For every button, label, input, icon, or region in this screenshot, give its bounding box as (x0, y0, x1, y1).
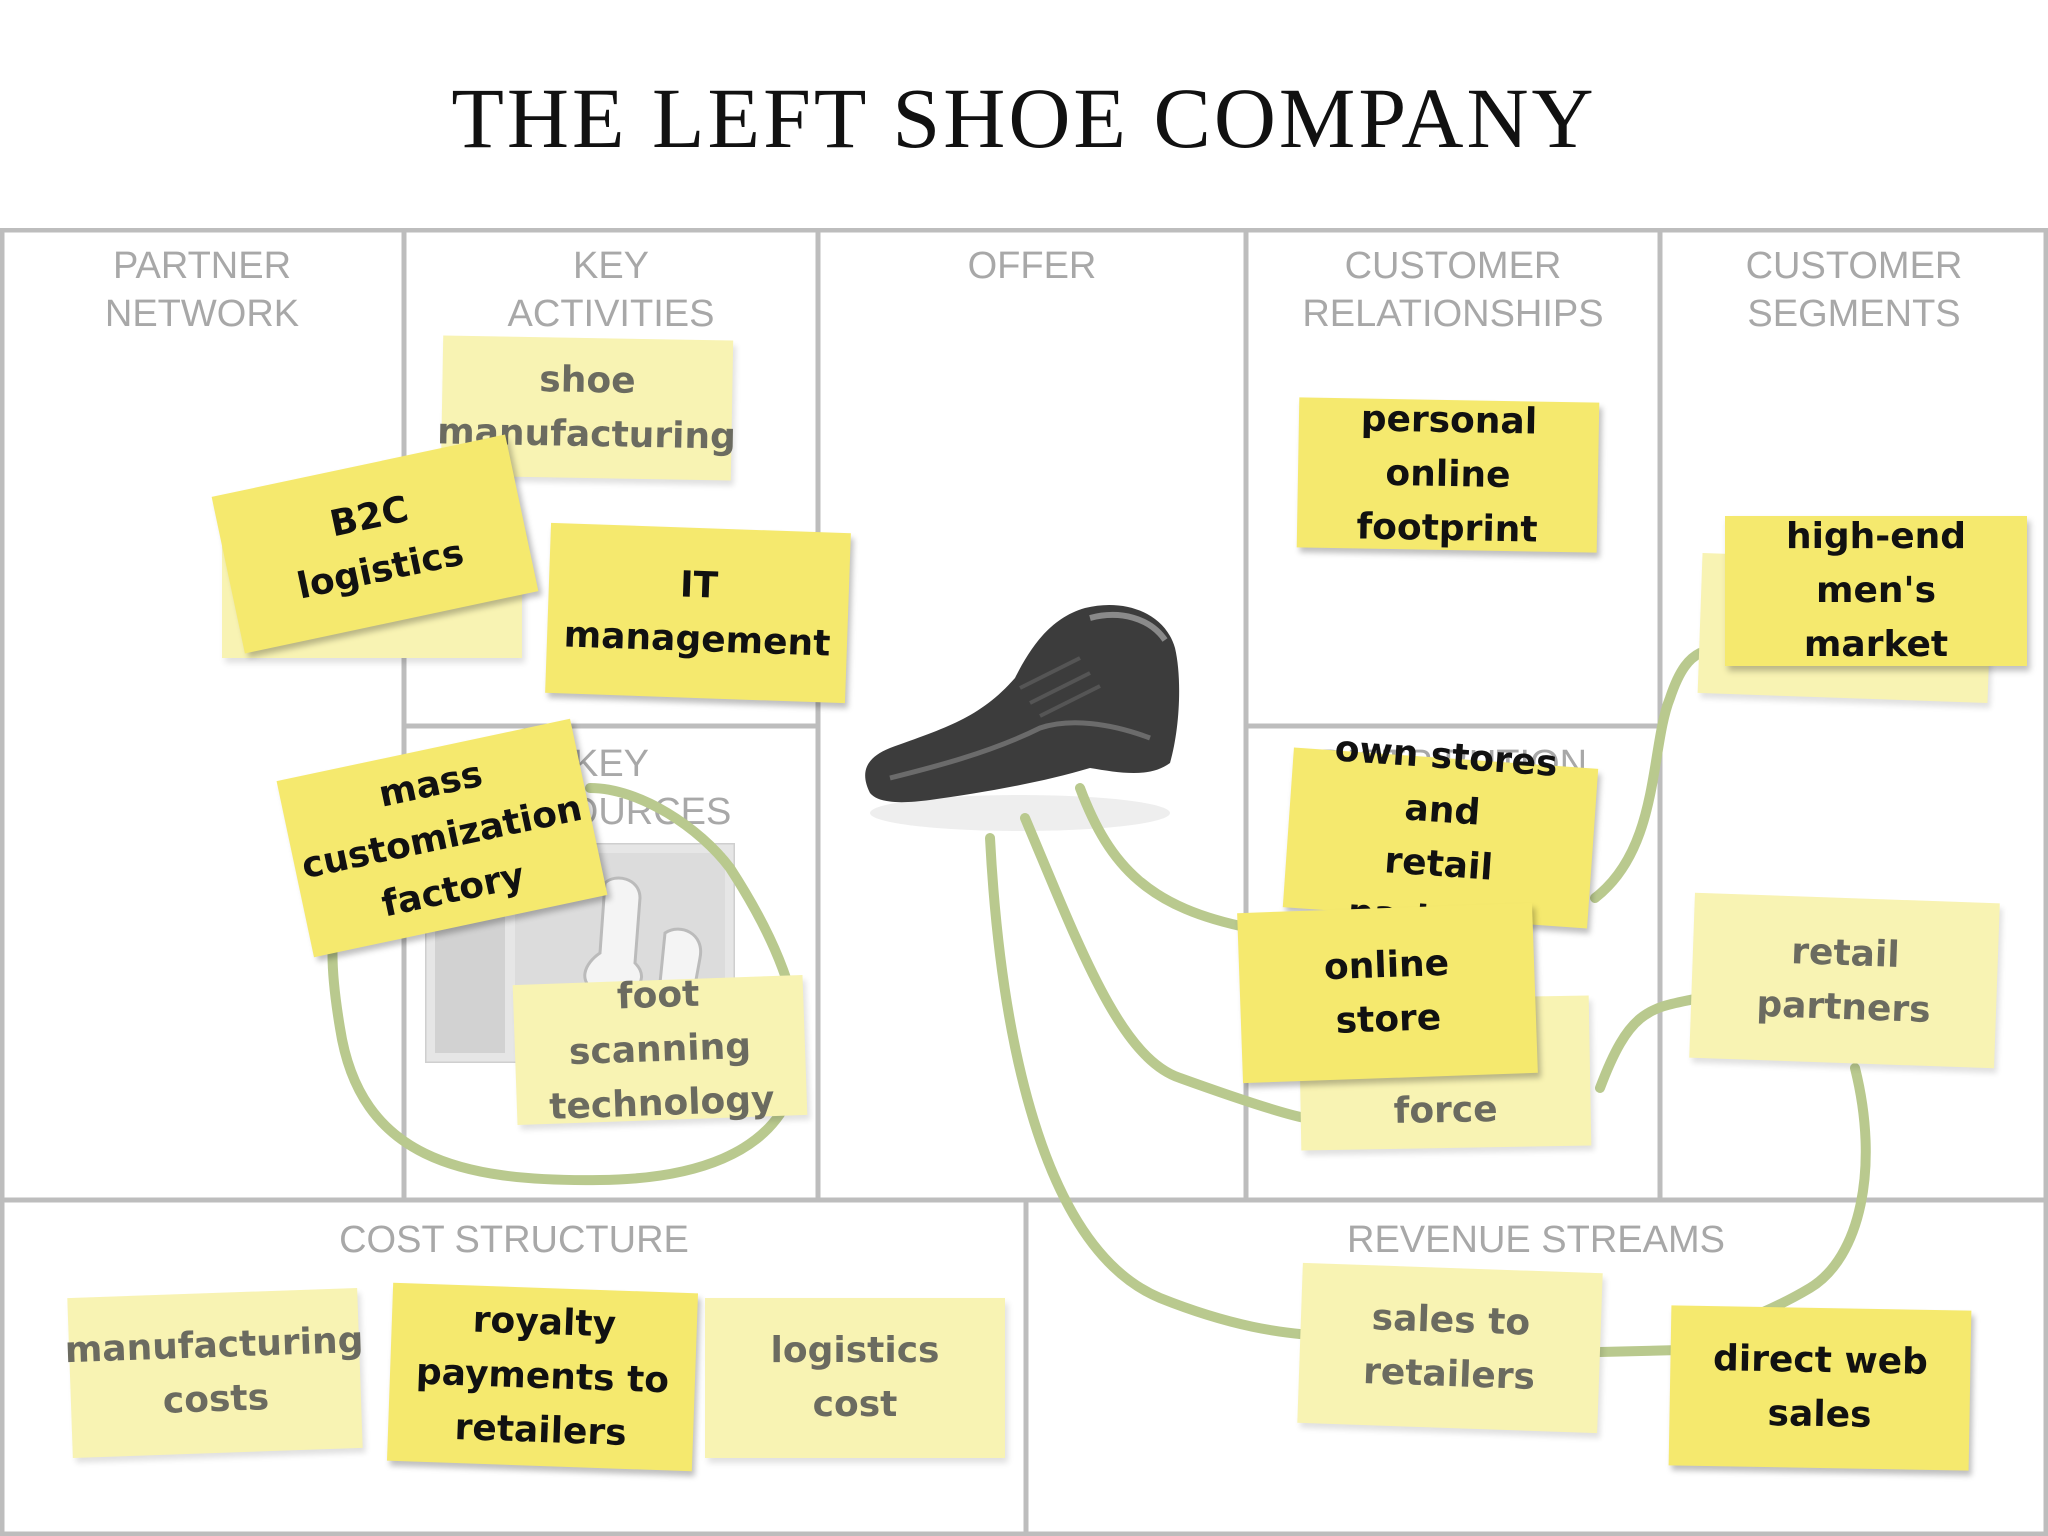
page-title: THE LEFT SHOE COMPANY (451, 70, 1597, 166)
note-retail-partners: retail partners (1689, 892, 2000, 1069)
label-offer: OFFER (967, 245, 1097, 287)
label-key-activities: KEY ACTIVITIES (507, 245, 715, 335)
link-resources-loop (327, 783, 804, 1186)
label-partner-network: PARTNER NETWORK (104, 245, 300, 335)
note-online-store: online store (1237, 902, 1538, 1084)
label-customer-segments: CUSTOMER SEGMENTS (1745, 245, 1963, 335)
link-shoe-sales (985, 833, 1315, 1340)
note-it-management: IT management (545, 522, 851, 704)
label-customer-relationships: CUSTOMER RELATIONSHIPS (1302, 245, 1604, 335)
link-shoe-force (1020, 813, 1310, 1123)
link-shoe-channel (1075, 783, 1255, 933)
note-logistics-cost: logistics cost (705, 1298, 1005, 1458)
link-channel-segment (1590, 648, 1705, 903)
note-foot-scanning: foot scanning technology (512, 974, 808, 1128)
note-own-stores: own stores and retail partners (1282, 728, 1599, 945)
note-sales-to-retailers: sales to retailers (1297, 1262, 1603, 1434)
note-direct-web-sales: direct web sales (1668, 1305, 1972, 1471)
label-cost-structure: COST STRUCTURE (339, 1219, 689, 1261)
label-revenue-streams: REVENUE STREAMS (1347, 1219, 1725, 1261)
note-high-end-market: high-end men's market (1725, 516, 2027, 666)
note-manufacturing-costs: manufacturing costs (64, 1287, 364, 1459)
link-sales-direct (1595, 1345, 1685, 1357)
note-royalty-payments: royalty payments to retailers (386, 1282, 699, 1472)
link-force-retail (1595, 993, 1705, 1093)
link-retail-direct (1745, 1063, 1871, 1323)
business-model-canvas: PARTNER NETWORK KEY ACTIVITIES OFFER CUS… (0, 228, 2048, 1536)
note-personal-online-footprint: personal online footprint (1296, 397, 1600, 553)
